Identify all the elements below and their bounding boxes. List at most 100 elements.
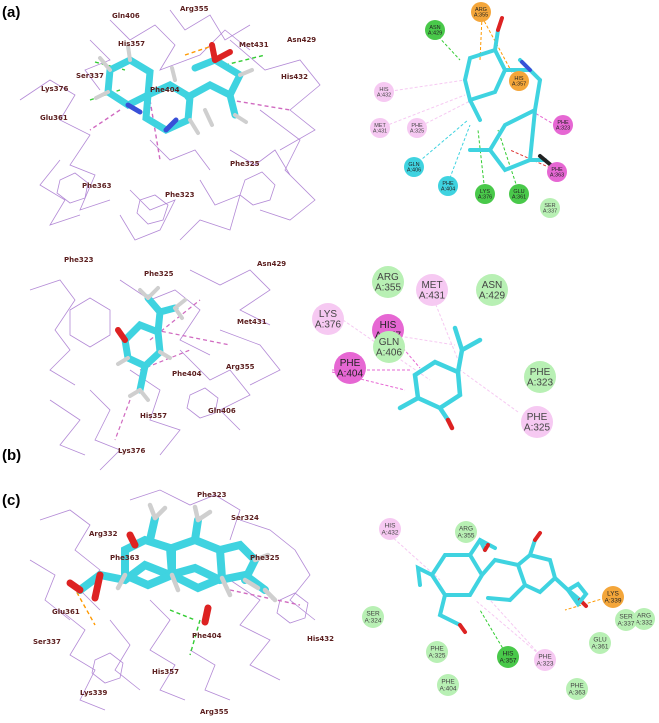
residue-disc (471, 2, 491, 22)
res-label: Lys376 (41, 85, 68, 93)
residue-chain: A:325 (524, 423, 551, 434)
residue-disc (362, 606, 384, 628)
residue-name: ASN (482, 280, 503, 291)
residue-chain: A:376 (315, 320, 342, 331)
residue-name: HIS (503, 651, 515, 658)
residue-name: HIS (385, 523, 397, 530)
panel-b-2d-view: ARGA:355META:431ASNA:429LYSA:376HISA:357… (312, 266, 556, 438)
residue-name: PHE (430, 646, 444, 653)
res-label: Met431 (237, 318, 267, 326)
residue-chain: A:337 (618, 621, 635, 628)
residue-chain: A:406 (407, 168, 421, 174)
ligand-a-3d (94, 42, 254, 135)
ligand-c-3d (66, 502, 278, 626)
res-label: Phe323 (165, 191, 195, 199)
residue-name: GLN (408, 162, 419, 168)
residue-disc (438, 176, 458, 196)
res-label: Phe323 (197, 491, 227, 499)
residue-name: LYS (480, 189, 490, 195)
residue-chain: A:355 (458, 533, 475, 540)
residue-labels-a-3d: Gln406 Arg355 His357 Met431 Asn429 Ser33… (40, 5, 316, 199)
ligand-b-3d (115, 286, 187, 402)
protein-wireframe-a (19, 9, 321, 241)
residue-disc (633, 608, 655, 630)
ligand-c-2d (415, 531, 589, 634)
residue-chain: A:361 (512, 195, 526, 201)
res-label: Arg355 (180, 5, 209, 13)
residue-name: ARG (637, 613, 651, 620)
res-label: His432 (307, 635, 334, 643)
residue-disc (416, 274, 448, 306)
res-label: Phe404 (150, 86, 180, 94)
residue-chain: A:429 (479, 291, 506, 302)
residue-name: LYS (607, 591, 619, 598)
residue-disc (497, 646, 519, 668)
residue-disc (521, 406, 553, 438)
res-label: Ser337 (76, 72, 104, 80)
residue-chain: A:332 (636, 620, 653, 627)
residue-chain: A:376 (478, 195, 492, 201)
residue-name: PHE (340, 358, 361, 369)
res-label: Phe325 (250, 554, 280, 562)
panel-c-2d-view: HISA:432ARGA:355LYSA:339ARGA:332SERA:324… (362, 518, 655, 700)
residue-disc (373, 331, 405, 363)
residue-name: PHE (551, 167, 563, 173)
residue-disc (547, 162, 567, 182)
res-label: Phe404 (172, 370, 202, 378)
residue-disc (312, 303, 344, 335)
residue-disc (425, 20, 445, 40)
residue-chain: A:325 (410, 129, 424, 135)
ligand-a-2d (462, 16, 554, 173)
res-label: Ser337 (33, 638, 61, 646)
residue-name: HIS (380, 320, 397, 331)
res-label: His357 (152, 668, 179, 676)
panel-label-a: (a) (2, 4, 20, 21)
residue-name: PHE (411, 123, 423, 129)
residue-name: ASN (429, 25, 440, 31)
residue-chain: A:357 (512, 82, 526, 88)
residue-chain: A:431 (373, 129, 387, 135)
residue-disc (475, 184, 495, 204)
residue-chain: A:404 (441, 187, 455, 193)
residue-disc (524, 361, 556, 393)
res-label: His432 (281, 73, 308, 81)
res-label: Gln406 (208, 407, 236, 415)
residue-name: GLN (379, 337, 400, 348)
residue-chain: A:323 (537, 661, 554, 668)
res-label: Arg332 (89, 530, 118, 538)
res-label: Phe363 (110, 554, 140, 562)
res-label: Phe323 (64, 256, 94, 264)
residue-disc (566, 678, 588, 700)
residue-name: PHE (557, 120, 569, 126)
res-label: Lys376 (118, 447, 145, 455)
residue-labels-c-3d: Phe323 Ser324 Arg332 Phe363 Phe325 Glu36… (33, 491, 334, 716)
residue-name: PHE (530, 367, 551, 378)
residue-disc (372, 266, 404, 298)
residue-name: ARG (459, 526, 473, 533)
residue-discs-c: HISA:432ARGA:355LYSA:339ARGA:332SERA:324… (362, 518, 655, 700)
residue-chain: A:429 (428, 31, 442, 37)
residue-chain: A:324 (365, 618, 382, 625)
res-label: His357 (140, 412, 167, 420)
residue-disc (426, 641, 448, 663)
